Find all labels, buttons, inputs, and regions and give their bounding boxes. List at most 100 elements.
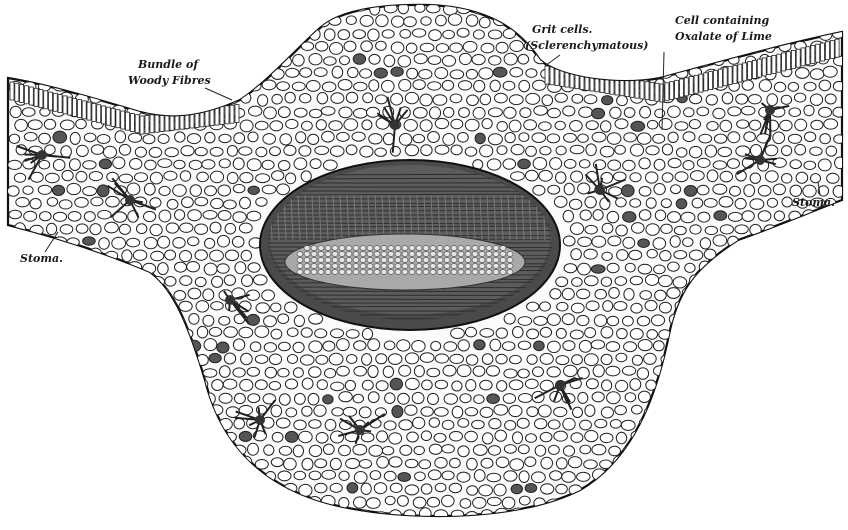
parenchyma-cell: [300, 355, 314, 365]
palisade-cell: [10, 82, 14, 100]
bundle-cell: [381, 258, 387, 263]
palisade-cell: [126, 112, 130, 130]
parenchyma-cell: [720, 353, 733, 364]
parenchyma-cell: [698, 473, 711, 482]
parenchyma-cell: [749, 484, 762, 493]
palisade-cell: [625, 79, 629, 97]
palisade-cell: [595, 74, 599, 92]
parenchyma-cell: [189, 160, 202, 169]
parenchyma-cell: [591, 265, 605, 273]
parenchyma-cell: [150, 224, 162, 235]
parenchyma-cell: [662, 144, 672, 155]
parenchyma-cell: [654, 159, 665, 170]
parenchyma-cell: [7, 235, 20, 247]
parenchyma-cell: [209, 327, 221, 336]
parenchyma-cell: [186, 417, 200, 428]
palisade-cell: [195, 109, 199, 127]
parenchyma-cell: [651, 4, 665, 13]
palisade-cell: [230, 105, 234, 123]
parenchyma-cell: [302, 378, 313, 389]
parenchyma-cell: [135, 406, 146, 417]
parenchyma-cell: [832, 392, 844, 403]
parenchyma-cell: [91, 197, 103, 206]
parenchyma-cell: [385, 393, 395, 404]
parenchyma-cell: [532, 472, 546, 483]
parenchyma-cell: [773, 368, 786, 379]
parenchyma-cell: [622, 3, 634, 14]
parenchyma-cell: [525, 484, 537, 493]
parenchyma-cell: [105, 43, 118, 54]
parenchyma-cell: [76, 15, 89, 25]
parenchyma-cell: [676, 459, 687, 469]
parenchyma-cell: [55, 3, 65, 14]
parenchyma-cell: [218, 83, 231, 92]
parenchyma-cell: [32, 42, 42, 52]
parenchyma-cell: [130, 28, 141, 39]
parenchyma-cell: [735, 198, 746, 209]
parenchyma-cell: [450, 43, 463, 52]
parenchyma-cell: [399, 134, 412, 146]
parenchyma-cell: [607, 392, 621, 404]
parenchyma-cell: [809, 226, 821, 235]
parenchyma-cell: [651, 315, 664, 326]
parenchyma-cell: [174, 444, 187, 453]
parenchyma-cell: [466, 380, 476, 391]
parenchyma-cell: [474, 470, 485, 482]
parenchyma-cell: [240, 379, 253, 391]
parenchyma-cell: [369, 445, 383, 456]
parenchyma-cell: [698, 212, 710, 222]
bundle-cell: [416, 252, 422, 257]
parenchyma-cell: [513, 327, 524, 338]
parenchyma-cell: [690, 485, 703, 496]
parenchyma-cell: [421, 484, 432, 494]
parenchyma-cell: [758, 185, 771, 196]
parenchyma-cell: [603, 301, 613, 312]
parenchyma-cell: [317, 93, 328, 104]
parenchyma-cell: [735, 277, 746, 288]
bundle-cell: [493, 264, 499, 269]
parenchyma-cell: [323, 395, 333, 404]
parenchyma-cell: [90, 15, 101, 27]
parenchyma-cell: [818, 289, 829, 300]
palisade-cell: [550, 67, 554, 85]
parenchyma-cell: [38, 4, 51, 13]
parenchyma-cell: [653, 238, 666, 250]
parenchyma-cell: [601, 121, 611, 132]
bundle-cell: [437, 246, 443, 251]
parenchyma-cell: [774, 82, 785, 92]
parenchyma-cell: [766, 353, 777, 364]
parenchyma-cell: [562, 472, 576, 483]
parenchyma-cell: [105, 274, 116, 285]
parenchyma-cell: [309, 420, 321, 429]
parenchyma-cell: [727, 159, 739, 169]
bundle-cell: [444, 270, 450, 275]
parenchyma-cell: [788, 134, 801, 143]
parenchyma-cell: [473, 445, 487, 456]
parenchyma-cell: [53, 30, 66, 41]
parenchyma-cell: [376, 41, 387, 50]
parenchyma-cell: [130, 159, 142, 170]
parenchyma-cell: [114, 29, 124, 39]
parenchyma-cell: [759, 265, 770, 274]
parenchyma-cell: [143, 420, 154, 430]
parenchyma-cell: [137, 224, 147, 234]
parenchyma-cell: [781, 512, 793, 521]
parenchyma-cell: [187, 262, 200, 272]
parenchyma-cell: [534, 341, 545, 351]
parenchyma-cell: [563, 341, 575, 351]
parenchyma-cell: [196, 17, 208, 26]
parenchyma-cell: [32, 380, 43, 392]
parenchyma-cell: [804, 161, 816, 169]
parenchyma-cell: [595, 419, 607, 428]
parenchyma-cell: [149, 93, 161, 102]
parenchyma-cell: [211, 198, 224, 208]
parenchyma-cell: [346, 330, 359, 339]
parenchyma-cell: [144, 2, 155, 14]
parenchyma-cell: [242, 67, 252, 76]
parenchyma-cell: [617, 329, 628, 339]
parenchyma-cell: [189, 29, 202, 38]
parenchyma-cell: [748, 457, 762, 466]
bundle-cell: [346, 264, 352, 269]
parenchyma-cell: [671, 185, 681, 194]
parenchyma-cell: [292, 82, 305, 91]
